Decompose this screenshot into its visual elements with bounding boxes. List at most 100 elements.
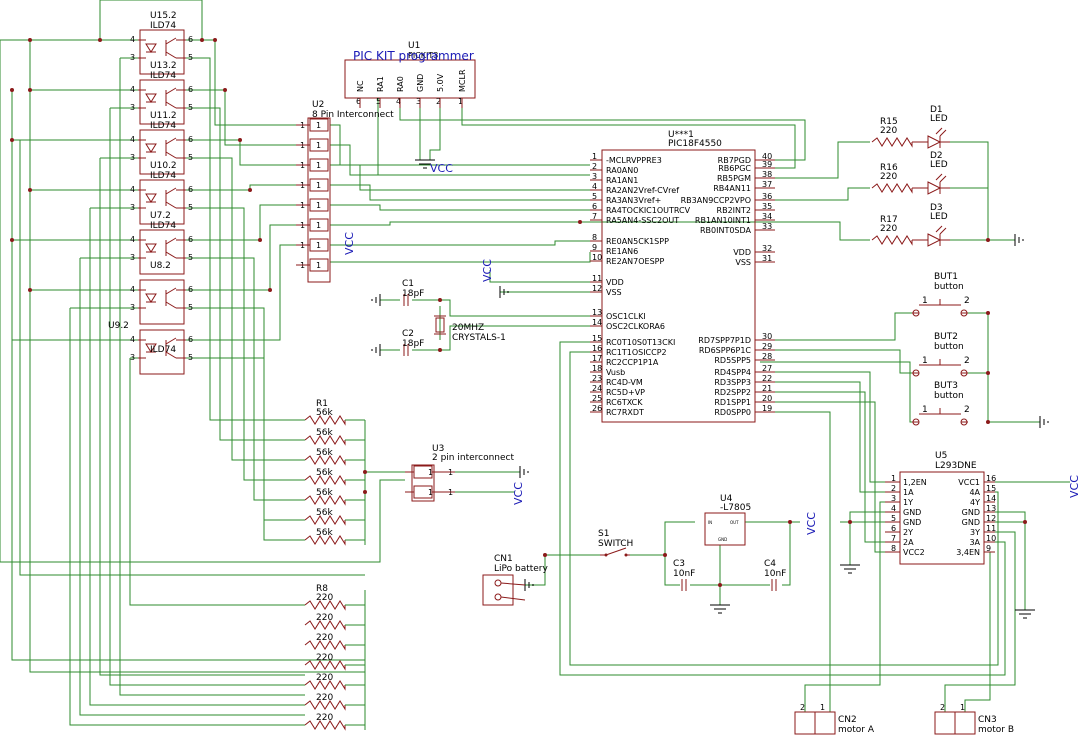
resistor-value: 220 [316, 693, 333, 703]
pickit-pin-number: 4 [396, 97, 401, 106]
coupler-pin-4: 4 [130, 35, 135, 44]
mcu-pin-number: 26 [592, 404, 602, 413]
coupler-pin-5: 5 [188, 353, 193, 362]
coupler-pin-6: 6 [188, 235, 193, 244]
led-light-icon [935, 127, 947, 137]
mcu-pin-number: 7 [592, 212, 597, 221]
mcu-pin-number: 27 [762, 364, 772, 373]
driver-pin-name: 1Y [903, 498, 913, 507]
coupler-pin-5: 5 [188, 53, 193, 62]
coupler-pin-3: 3 [130, 103, 135, 112]
driver-pin-number: 11 [986, 524, 996, 533]
u2-vcc: VCC [343, 232, 356, 255]
coupler-pin-5: 5 [188, 253, 193, 262]
mcu-pin-number: 17 [592, 354, 602, 363]
mcu-pin-number: 22 [762, 374, 772, 383]
wires [0, 0, 1070, 730]
mcu-pin-number: 10 [592, 253, 602, 262]
resistor-220 [304, 700, 346, 711]
motor-pin-1: 1 [960, 703, 965, 712]
coupler-pin-3: 3 [130, 253, 135, 262]
optocoupler-group: 4365U15.2ILD744365U13.2ILD744365U11.2ILD… [108, 11, 193, 375]
mcu-pin-number: 30 [762, 332, 772, 341]
driver-pin-number: 6 [891, 524, 896, 533]
pickit-pin-number: 6 [356, 97, 361, 106]
mcu-pin-number: 39 [762, 160, 772, 169]
led-ref: D3 [930, 203, 943, 213]
mcu-pin-number: 13 [592, 308, 602, 317]
mcu-pin-name: RD0SPP0 [714, 408, 751, 417]
coupler-pin-3: 3 [130, 203, 135, 212]
resistor-value: 220 [316, 633, 333, 643]
mcu-pin-name: RD4SPP4 [714, 368, 751, 377]
regulator: U4 -L7805 IN OUT GND C3 10nF C4 10nF [673, 494, 786, 591]
coupler-pin-5: 5 [188, 153, 193, 162]
coupler-pin-3: 3 [130, 153, 135, 162]
mcu-pin-number: 19 [762, 404, 772, 413]
switch-battery: S1 SWITCH CN1 LiPo battery [482, 529, 633, 606]
switch-name: SWITCH [598, 539, 633, 549]
mcu-pin-number: 31 [762, 254, 772, 263]
mcu-pin-number: 20 [762, 394, 772, 403]
coupler-pin-4: 4 [130, 135, 135, 144]
led-diode-icon [927, 181, 942, 195]
resistor-value: 56k [316, 468, 333, 478]
phototransistor-icon [165, 37, 177, 59]
led-light-icon [935, 225, 947, 235]
resistor-value: 220 [316, 713, 333, 723]
mcu-pin-number: 5 [592, 192, 597, 201]
button-ref: BUT2 [934, 332, 958, 342]
resistor-56k [304, 455, 346, 466]
motor-ref: CN3 [978, 715, 997, 725]
driver-pin-name: 2Y [903, 528, 913, 537]
resistor-56k [304, 535, 346, 546]
led-value: LED [930, 212, 948, 222]
coupler-part: ILD74 [150, 171, 176, 181]
optocoupler-leads [138, 89, 186, 109]
led-diode-icon [145, 243, 157, 253]
motor-pin-2: 2 [940, 703, 945, 712]
mcu-pin-name: RC1T1OSICCP2 [606, 348, 667, 357]
mcu-pin-name: RC2CCP1P1A [606, 358, 659, 367]
led-resistor-ref: R15 [880, 117, 898, 127]
mcu-pin-name: RA0AN0 [606, 166, 638, 175]
button-pin-1: 1 [922, 356, 928, 366]
mcu-pin-name: RA2AN2Vref-CVref [606, 186, 679, 195]
mcu-pin-number: 33 [762, 222, 772, 231]
mcu-pin-name: RA5AN4-SSC2OUT [606, 216, 679, 225]
pickit-pin-name: 5.0V [436, 73, 445, 92]
driver-pin-number: 1 [891, 474, 896, 483]
mcu-pin-name: RA4TOCKIC1OUTRCV [606, 206, 691, 215]
driver-pin-number: 16 [986, 474, 996, 483]
coupler-name: U15.2 [150, 11, 177, 21]
resistor-ref: R8 [316, 584, 328, 594]
resistor-220 [304, 640, 346, 651]
pickit-pin-number: 1 [458, 97, 463, 106]
coupler-pin-4: 4 [130, 235, 135, 244]
optocoupler-leads [138, 289, 186, 309]
optocoupler-body [139, 329, 185, 375]
pickit-title: PIC KIT programmer [353, 49, 474, 63]
switch-ref: S1 [598, 529, 609, 539]
led-resistor [871, 137, 913, 148]
coupler-name: U10.2 [150, 161, 177, 171]
button-name: button [934, 342, 964, 352]
motor-name: motor A [838, 725, 875, 735]
led-resistor-ref: R16 [880, 163, 898, 173]
phototransistor-icon [165, 87, 177, 109]
mcu-pin-name: RC6TXCK [606, 398, 643, 407]
coupler-pin-6: 6 [188, 135, 193, 144]
coupler-pin-4: 4 [130, 335, 135, 344]
button-ref: BUT3 [934, 381, 958, 391]
mcu-pin-name: RB5PGM [717, 174, 751, 183]
mcu-pin-number: 38 [762, 170, 772, 179]
button-name: button [934, 282, 964, 292]
